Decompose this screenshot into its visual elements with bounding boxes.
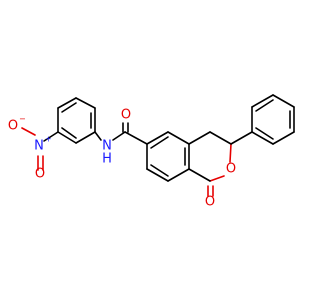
atom-o-nitro-double: O	[35, 167, 45, 182]
atom-o-ring: O	[226, 162, 236, 177]
bond	[75, 131, 96, 144]
bond	[188, 131, 211, 145]
bond	[124, 131, 148, 145]
bond	[57, 131, 77, 144]
bond	[21, 127, 36, 136]
bond	[112, 131, 126, 141]
bond	[167, 168, 190, 182]
bond	[272, 94, 295, 108]
bond	[209, 131, 232, 145]
atom-labels: O − N + O N H O O O	[8, 108, 236, 210]
charge-minus: −	[19, 115, 26, 124]
bond	[255, 99, 274, 112]
bond	[146, 168, 169, 182]
bond	[57, 97, 77, 109]
atom-o-amide: O	[121, 108, 131, 123]
bond	[251, 94, 274, 108]
bond	[61, 127, 77, 139]
bond	[75, 97, 96, 109]
bond	[251, 131, 274, 145]
bond	[150, 136, 169, 149]
atom-n-amide: N	[102, 139, 112, 154]
bonds	[21, 94, 295, 197]
bond	[150, 164, 169, 177]
bond	[146, 131, 169, 145]
bond	[272, 131, 295, 145]
bond	[61, 102, 77, 113]
bond	[94, 131, 102, 141]
bond	[209, 175, 225, 182]
atom-o-lactone: O	[205, 195, 215, 210]
bond	[255, 127, 274, 140]
molecule-structure: O − N + O N H O O O	[8, 94, 295, 210]
atom-n-nitro: N	[34, 139, 44, 154]
atom-h-amide: H	[102, 152, 112, 167]
bond	[229, 143, 232, 163]
bond	[43, 131, 59, 142]
atom-o-nitro-minus: O	[8, 119, 18, 134]
bond	[230, 131, 253, 145]
bond	[167, 131, 190, 145]
charge-plus: +	[45, 135, 52, 144]
bond	[188, 168, 211, 182]
